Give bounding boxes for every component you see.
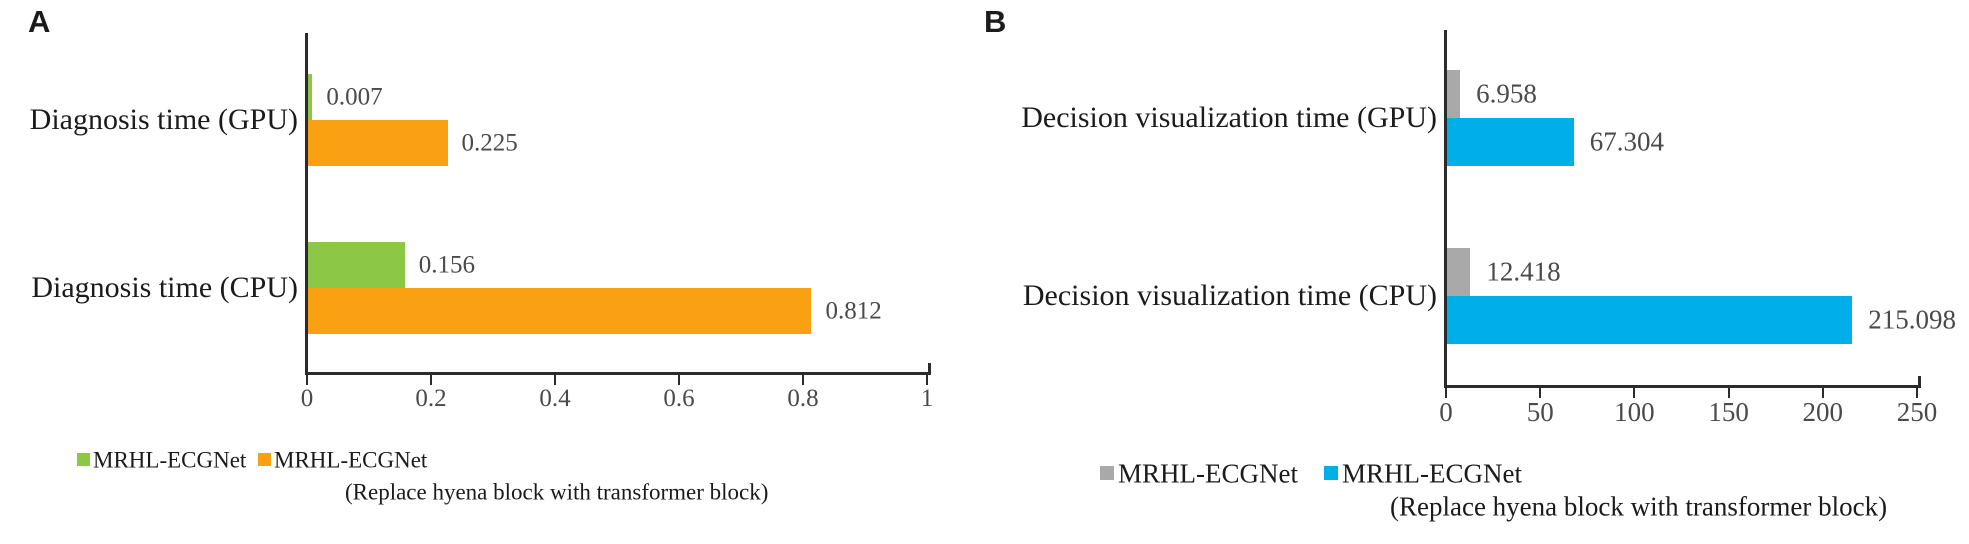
panel-a: A 0 0.2 0.4 0.6 0.8 1 Diagnosis time (GPU) Diag… [0, 0, 984, 544]
x-axis-tick-label: 50 [1526, 397, 1554, 427]
legend-swatch-mrhl-ecgnet [77, 453, 90, 466]
panel-b: B 0 50 100 150 200 250 Decision visualization … [984, 0, 1969, 544]
x-axis [1444, 385, 1921, 388]
x-axis-end-cap [928, 363, 931, 372]
x-axis-tick [926, 375, 928, 385]
y-axis [1444, 30, 1447, 385]
bar [308, 120, 448, 166]
x-axis-tick-label: 150 [1708, 397, 1749, 427]
bar-value-label: 215.098 [1868, 304, 1956, 335]
x-axis-tick [802, 375, 804, 385]
x-axis-tick [1916, 388, 1918, 398]
x-axis-tick [1821, 388, 1824, 398]
bar-chart-decision-visualization-time: 0 50 100 150 200 250 Decision visualization ti… [984, 0, 1969, 544]
legend-label-mrhl-ecgnet: MRHL-ECGNet [1118, 458, 1298, 489]
x-axis-tick [1445, 388, 1447, 398]
bar [308, 288, 812, 334]
category-label: Decision visualization time (CPU) [1022, 279, 1437, 312]
bar-value-label: 12.418 [1486, 256, 1561, 287]
bar [1447, 296, 1853, 344]
x-axis-tick-label: 0.6 [663, 385, 695, 412]
category-label: Diagnosis time (GPU) [29, 103, 298, 136]
x-axis-tick [1539, 388, 1542, 398]
x-axis-tick [678, 375, 680, 385]
x-axis-tick-label: 100 [1614, 397, 1655, 427]
x-axis-tick [1727, 388, 1730, 398]
x-axis-tick [554, 375, 556, 385]
legend-swatch-mrhl-ecgnet [1100, 466, 1114, 480]
x-axis-tick-label: 0 [300, 385, 314, 412]
legend-label-transformer-note: (Replace hyena block with transformer bl… [1390, 491, 1888, 522]
x-axis-tick-label: 0.8 [787, 385, 819, 412]
bar-value-label: 0.812 [825, 297, 882, 325]
category-label: Diagnosis time (CPU) [31, 271, 298, 304]
legend-label-mrhl-ecgnet-transformer: MRHL-ECGNet [274, 447, 428, 473]
x-axis-tick-label: 1 [920, 385, 934, 412]
legend-label-mrhl-ecgnet: MRHL-ECGNet [93, 447, 247, 473]
legend-swatch-mrhl-ecgnet-transformer [1324, 466, 1338, 480]
x-axis-tick [306, 375, 308, 385]
bar-value-label: 0.156 [418, 251, 475, 279]
x-axis-tick-label: 0.4 [539, 385, 571, 412]
x-axis-tick-label: 250 [1896, 397, 1938, 427]
x-axis-end-cap [1918, 376, 1921, 385]
panel-letter-a: A [28, 4, 51, 39]
x-axis-tick-label: 200 [1802, 397, 1844, 427]
bar [308, 74, 313, 120]
bar-chart-diagnosis-time: 0 0.2 0.4 0.6 0.8 1 Diagnosis time (GPU) Diagno… [0, 0, 984, 544]
legend-label-mrhl-ecgnet-transformer: MRHL-ECGNet [1342, 458, 1522, 489]
x-axis-tick-label: 0 [1439, 397, 1453, 427]
legend-swatch-mrhl-ecgnet-transformer [258, 453, 271, 466]
bar [1447, 70, 1461, 118]
panel-letter-b: B [984, 4, 1007, 39]
x-axis-tick [1633, 388, 1636, 398]
x-axis-tick-label: 0.2 [415, 385, 447, 412]
x-axis [305, 372, 931, 375]
bar [308, 242, 405, 288]
bar-value-label: 0.007 [326, 83, 383, 111]
bar [1447, 118, 1574, 166]
category-label: Decision visualization time (GPU) [1021, 101, 1437, 134]
bar-value-label: 0.225 [461, 129, 518, 157]
bar-value-label: 67.304 [1589, 126, 1665, 157]
legend-label-transformer-note: (Replace hyena block with transformer bl… [345, 479, 769, 505]
x-axis-tick [430, 375, 432, 385]
y-axis [305, 33, 308, 372]
bar-value-label: 6.958 [1476, 78, 1537, 109]
bar [1447, 248, 1471, 296]
